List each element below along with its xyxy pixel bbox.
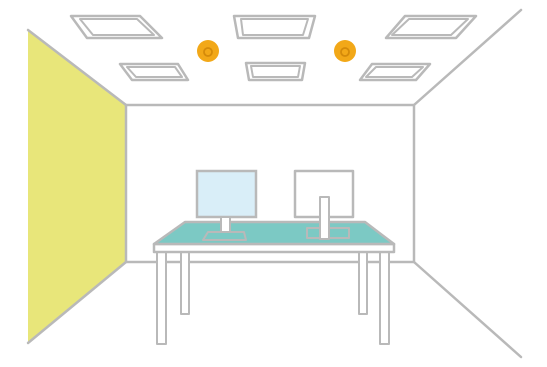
ceiling-light-panels xyxy=(71,16,476,80)
ceiling-light-panel-icon xyxy=(120,64,188,80)
ceiling-light-panel-icon xyxy=(386,16,476,38)
ceiling-sensor-icon xyxy=(197,40,219,62)
ceiling-light-panel-icon xyxy=(234,16,315,38)
ceiling-light-panel-icon xyxy=(360,64,430,80)
desk-legs xyxy=(157,252,389,344)
accent-wall-left xyxy=(28,30,126,343)
desk-top xyxy=(154,222,394,244)
ceiling-light-panel-icon xyxy=(71,16,162,38)
monitor-screen-on xyxy=(197,171,256,217)
ceiling-sensor-icon xyxy=(334,40,356,62)
ceiling-light-panel-icon xyxy=(246,63,305,80)
